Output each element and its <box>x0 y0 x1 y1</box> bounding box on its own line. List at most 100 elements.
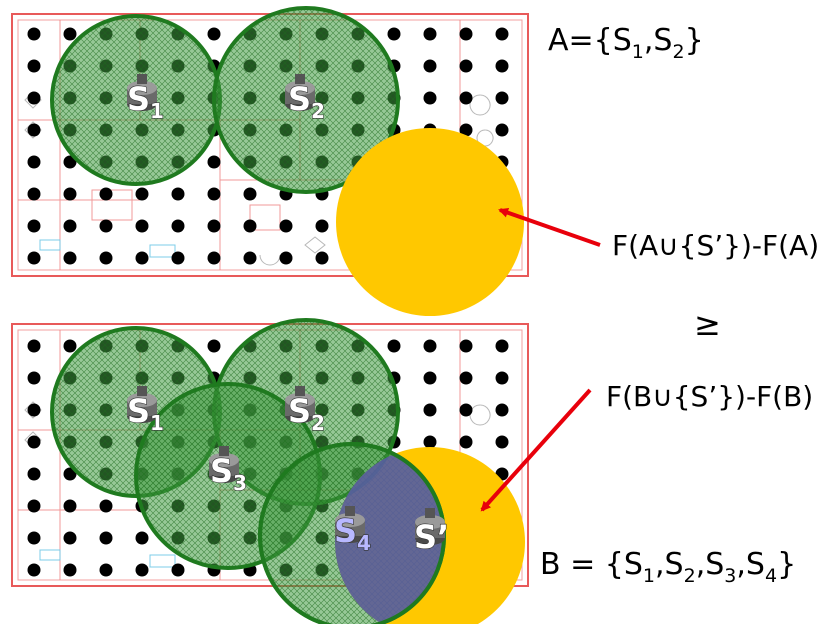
sensor-location-dot <box>495 91 509 105</box>
sensor-location-dot <box>135 219 149 233</box>
sensor-location-dot <box>99 499 113 513</box>
sensor-location-dot <box>459 59 473 73</box>
sensor-location-dot <box>135 187 149 201</box>
sensor-location-dot <box>459 27 473 41</box>
relation-symbol: ≥ <box>694 305 721 343</box>
sensor-location-dot <box>423 27 437 41</box>
sensor-label-s2-top: S2 <box>288 80 325 123</box>
sensor-location-dot <box>27 499 41 513</box>
top-panel: S1 S2 <box>11 6 529 316</box>
sensor-location-dot <box>495 403 509 417</box>
sensor-location-dot <box>27 59 41 73</box>
sensor-icon <box>127 74 157 111</box>
sensor-location-dot <box>171 187 185 201</box>
gain-label-a: F(A∪{S’})-F(A) <box>612 229 819 262</box>
set-a-label: A={S1,S2} <box>548 23 704 63</box>
sensor-location-dot <box>135 563 149 577</box>
sensor-location-dot <box>423 371 437 385</box>
sensor-location-dot <box>423 91 437 105</box>
sensor-location-dot <box>27 187 41 201</box>
sensor-location-dot <box>207 27 221 41</box>
sensor-location-dot <box>27 219 41 233</box>
sensor-location-dot <box>243 219 257 233</box>
sensor-location-dot <box>99 563 113 577</box>
sensor-location-dot <box>99 187 113 201</box>
sensor-location-dot <box>495 371 509 385</box>
coverage-sprime-top <box>336 128 524 316</box>
sensor-location-dot <box>459 371 473 385</box>
sensor-location-dot <box>135 531 149 545</box>
sensor-location-dot <box>27 27 41 41</box>
sensor-location-dot <box>27 339 41 353</box>
sensor-location-dot <box>459 435 473 449</box>
sensor-location-dot <box>27 467 41 481</box>
sensor-location-dot <box>27 91 41 105</box>
sensor-location-dot <box>27 155 41 169</box>
sensor-location-dot <box>495 59 509 73</box>
sensor-location-dot <box>171 563 185 577</box>
gain-label-b: F(B∪{S’})-F(B) <box>606 380 813 413</box>
sensor-location-dot <box>315 219 329 233</box>
sensor-icon <box>285 74 315 111</box>
sensor-location-dot <box>63 251 77 265</box>
sensor-location-dot <box>387 27 401 41</box>
sensor-icon <box>209 446 239 483</box>
sensor-location-dot <box>279 251 293 265</box>
sensor-location-dot <box>99 531 113 545</box>
sensor-location-dot <box>27 403 41 417</box>
sensor-location-dot <box>495 339 509 353</box>
sensor-location-dot <box>459 339 473 353</box>
sensor-icon <box>415 508 445 545</box>
sensor-location-dot <box>99 251 113 265</box>
sensor-location-dot <box>63 27 77 41</box>
sensor-location-dot <box>423 339 437 353</box>
sensor-location-dot <box>495 27 509 41</box>
sensor-location-dot <box>27 563 41 577</box>
sensor-location-dot <box>315 251 329 265</box>
sensor-location-dot <box>63 219 77 233</box>
sensor-location-dot <box>207 339 221 353</box>
sensor-location-dot <box>63 187 77 201</box>
sensor-icon <box>127 386 157 423</box>
sensor-location-dot <box>63 499 77 513</box>
bottom-panel: S1 S2 S3 S4 S’ <box>11 318 529 624</box>
sensor-location-dot <box>423 403 437 417</box>
sensor-location-dot <box>495 435 509 449</box>
sensor-location-dot <box>207 251 221 265</box>
sensor-label-sprime-bottom: S’ <box>414 518 449 556</box>
arrow-bottom-gain <box>480 388 592 512</box>
sensor-location-dot <box>207 219 221 233</box>
sensor-label-s4-bottom: S4 <box>334 512 371 555</box>
arrow-top-gain <box>498 207 601 247</box>
sensor-location-dot <box>63 531 77 545</box>
set-b-label: B = {S1,S2,S3,S4} <box>540 547 796 587</box>
sensor-location-dot <box>63 563 77 577</box>
sensor-icon <box>285 386 315 423</box>
sensor-location-dot <box>459 91 473 105</box>
sensor-location-dot <box>135 251 149 265</box>
sensor-location-dot <box>387 339 401 353</box>
sensor-icon <box>335 506 365 543</box>
sensor-location-dot <box>171 219 185 233</box>
sensor-location-dot <box>459 403 473 417</box>
sensor-location-dot <box>63 339 77 353</box>
sensor-location-dot <box>27 371 41 385</box>
sensor-location-dot <box>171 251 185 265</box>
sensor-label-s1-top: S1 <box>127 80 164 123</box>
sensor-location-dot <box>27 435 41 449</box>
sensor-location-dot <box>495 123 509 137</box>
sensor-location-dot <box>207 155 221 169</box>
sensor-location-dot <box>279 219 293 233</box>
sensor-location-dot <box>243 187 257 201</box>
sensor-label-s1-bottom: S1 <box>127 392 164 435</box>
sensor-location-dot <box>423 59 437 73</box>
sensor-label-s3-bottom: S3 <box>210 452 247 495</box>
sensor-label-s2-bottom: S2 <box>288 392 325 435</box>
sensor-location-dot <box>27 531 41 545</box>
sensor-location-dot <box>27 123 41 137</box>
sensor-location-dot <box>423 435 437 449</box>
sensor-location-dot <box>459 123 473 137</box>
sensor-location-dot <box>99 219 113 233</box>
sensor-location-dot <box>207 187 221 201</box>
